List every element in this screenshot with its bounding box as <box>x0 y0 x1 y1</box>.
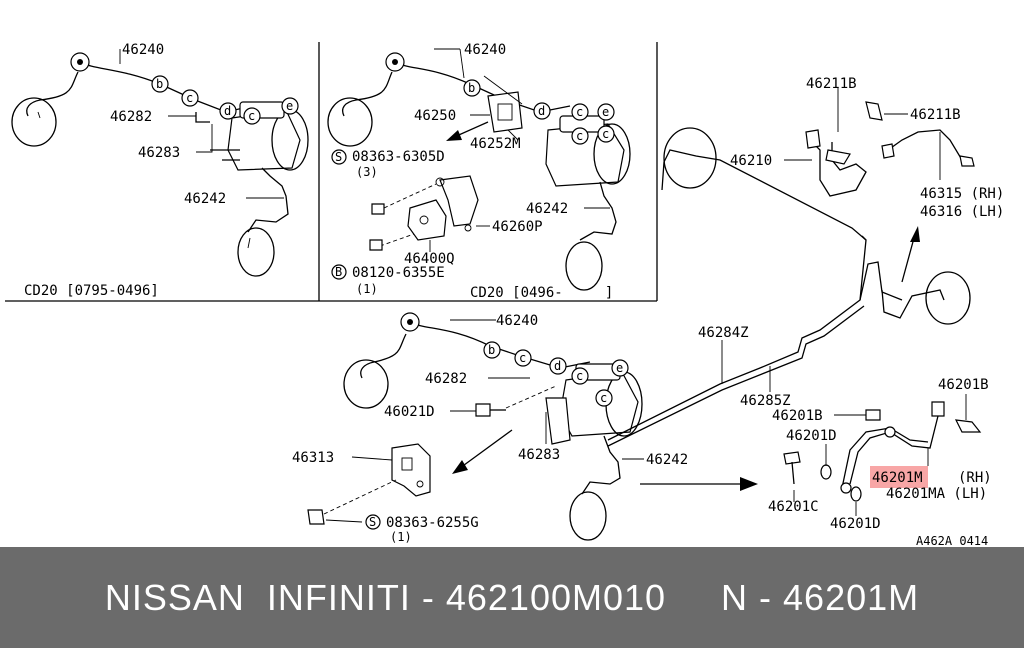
label-46242: 46242 <box>184 191 226 207</box>
label-46240-main: 46240 <box>496 313 538 329</box>
callout-c-pb: c <box>576 105 583 119</box>
figure-code: A462A 0414 <box>916 534 988 547</box>
label-46240: 46240 <box>122 42 164 58</box>
main-assembly: b c d c e c S 46240 46282 46021D 46313 0… <box>292 149 903 544</box>
callout-e: e <box>286 99 293 113</box>
caption-banner: NISSAN INFINITI - 462100M010 N - 46201M <box>0 547 1024 648</box>
callout-s-main: S <box>369 515 376 529</box>
callout-d: d <box>224 104 231 118</box>
highlight-46201m <box>870 466 928 488</box>
label-08120-6355e-qty: (1) <box>356 282 378 296</box>
label-46211b-b: 46211B <box>910 107 961 123</box>
callout-e-pb: e <box>602 105 609 119</box>
callout-e-main: e <box>616 361 623 375</box>
callout-c-main: c <box>519 351 526 365</box>
label-46242-main: 46242 <box>646 452 688 468</box>
label-46315: 46315 (RH) <box>920 186 1004 202</box>
label-46201m: 46201M <box>872 470 923 486</box>
label-46201d-a: 46201D <box>786 428 837 444</box>
label-46283: 46283 <box>138 145 180 161</box>
label-46313: 46313 <box>292 450 334 466</box>
panel-a: b c d c e 46240 46282 46283 46242 CD20 [… <box>11 42 309 299</box>
label-46201m-rh: (RH) <box>958 470 992 486</box>
label-46283-main: 46283 <box>518 447 560 463</box>
callout-c2: c <box>248 109 255 123</box>
callout-bb-pb: B <box>335 265 342 279</box>
panel-a-caption: CD20 [0795-0496] <box>24 283 159 299</box>
label-46201ma: 46201MA (LH) <box>886 486 987 502</box>
callout-b-pb: b <box>468 81 475 95</box>
callout-c3-main: c <box>600 391 607 405</box>
label-46201d-b: 46201D <box>830 516 881 532</box>
panel-frames <box>5 42 658 302</box>
callout-c2-pb: c <box>576 129 583 143</box>
label-46282: 46282 <box>110 109 152 125</box>
callout-c3-pb: c <box>602 127 609 141</box>
panel-b: b d c e c c S B 46240 46250 46252M 08363… <box>327 42 631 301</box>
label-46201b-b: 46201B <box>772 408 823 424</box>
label-46211b-a: 46211B <box>806 76 857 92</box>
label-46316: 46316 (LH) <box>920 204 1004 220</box>
label-46260p: 46260P <box>492 219 543 235</box>
label-46284z: 46284Z <box>698 325 749 341</box>
label-46252m: 46252M <box>470 136 521 152</box>
callout-d-main: d <box>554 359 561 373</box>
label-08363-6255g: 08363-6255G <box>386 515 479 531</box>
label-46240-pb: 46240 <box>464 42 506 58</box>
label-46210: 46210 <box>730 153 772 169</box>
label-08363-6305d: 08363-6305D <box>352 149 445 165</box>
label-46285z: 46285Z <box>740 393 791 409</box>
parts-diagram: b c d c e 46240 46282 46283 46242 CD20 [… <box>5 42 1004 548</box>
label-08363-6255g-qty: (1) <box>390 530 412 544</box>
label-46250: 46250 <box>414 108 456 124</box>
label-08363-6305d-qty: (3) <box>356 165 378 179</box>
callout-c: c <box>186 91 193 105</box>
label-46282-main: 46282 <box>425 371 467 387</box>
callout-b: b <box>156 77 163 91</box>
label-08120-6355e: 08120-6355E <box>352 265 445 281</box>
right-assembly: 46211B 46211B 46210 46315 (RH) 46316 (LH… <box>640 76 1004 548</box>
callout-b-main: b <box>488 343 495 357</box>
callout-d-pb: d <box>538 104 545 118</box>
banner-text: NISSAN INFINITI - 462100M010 N - 46201M <box>104 577 920 618</box>
callout-s-pb: S <box>335 150 342 164</box>
label-46021d: 46021D <box>384 404 435 420</box>
label-46242-pb: 46242 <box>526 201 568 217</box>
panel-b-caption: CD20 [0496- ] <box>470 285 613 301</box>
label-46201b-a: 46201B <box>938 377 989 393</box>
label-46201c: 46201C <box>768 499 819 515</box>
callout-c2-main: c <box>576 369 583 383</box>
label-46400q: 46400Q <box>404 251 455 267</box>
